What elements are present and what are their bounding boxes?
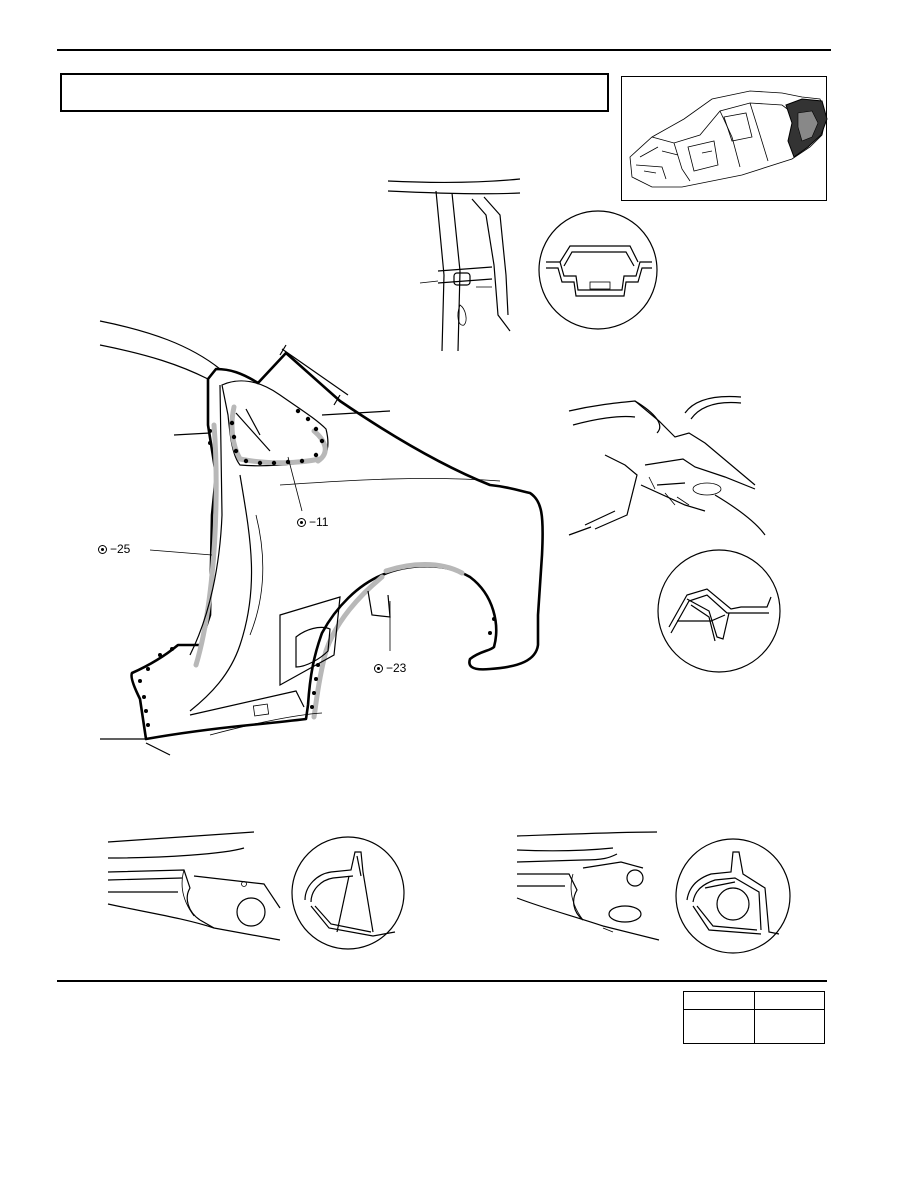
lower-right-section-circle — [675, 838, 791, 954]
weld-count-11-label: −11 — [297, 515, 328, 529]
info-table-cell-1 — [683, 1009, 755, 1044]
header-rule — [57, 49, 831, 51]
info-table-cell-2 — [753, 1009, 825, 1044]
c-pillar-joint-view — [387, 178, 521, 352]
spot-weld-icon — [98, 545, 107, 554]
info-table-header-cell-2 — [753, 991, 825, 1010]
section-title-box — [60, 73, 609, 112]
info-table — [683, 991, 825, 1044]
body-location-thumbnail — [621, 76, 828, 201]
spot-weld-icon — [297, 518, 306, 527]
body-shell-illustration — [629, 90, 828, 188]
lower-rear-view-left — [107, 831, 281, 941]
rear-quarter-panel-view — [99, 320, 544, 756]
footer-rule — [57, 980, 827, 982]
lower-rear-view-right — [516, 831, 660, 941]
weld-count-25-label: −25 — [98, 542, 130, 556]
spot-weld-dots — [138, 408, 496, 727]
weld-count-23-label: −23 — [374, 661, 406, 675]
info-table-header-cell-1 — [683, 991, 755, 1010]
roof-joint-section-circle — [538, 210, 658, 330]
lower-left-section-circle — [291, 836, 405, 950]
spot-weld-icon — [374, 664, 383, 673]
pillar-base-view — [568, 395, 766, 536]
pillar-base-section-circle — [657, 549, 781, 673]
